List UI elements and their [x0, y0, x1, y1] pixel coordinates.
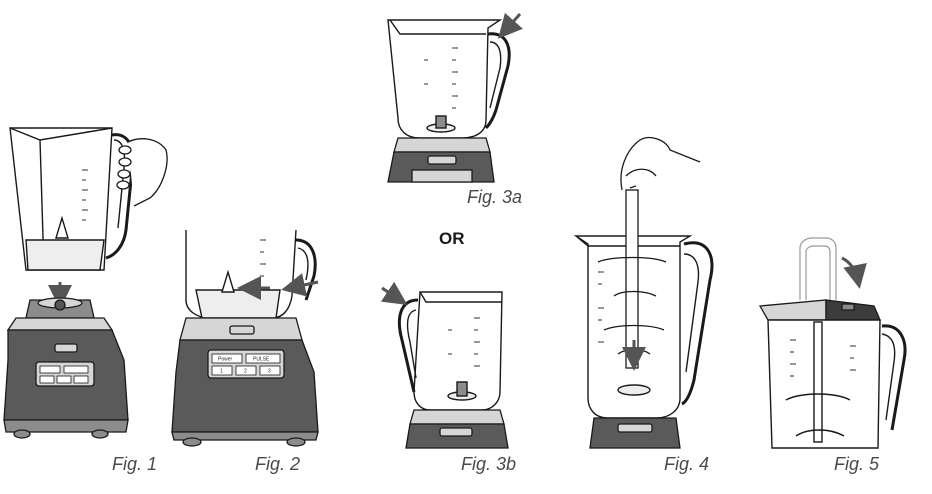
- fig4-caption: Fig. 4: [664, 454, 710, 474]
- power-label: Power: [218, 357, 233, 363]
- speed-button-2: [235, 365, 257, 376]
- speed-button-1: [211, 365, 233, 376]
- fig3a-caption: Fig. 3a: [467, 187, 523, 207]
- or-separator: OR: [439, 229, 465, 248]
- fig3a-pitcher: [387, 19, 511, 139]
- speed-label-2: 2: [244, 369, 247, 375]
- fig3b-illustration: [380, 281, 509, 449]
- fig3b-arrow: [380, 281, 408, 305]
- fig5-handle-ghost: [799, 237, 837, 300]
- fig3a-illustration: [387, 12, 523, 183]
- fig1-control-panel: [39, 365, 89, 384]
- fig1-hand: [116, 138, 168, 207]
- fig5-caption: Fig. 5: [834, 454, 880, 474]
- fig3a-motor-base: [387, 137, 495, 183]
- fig1-graduations: [82, 169, 88, 221]
- fig4-motor-base: [589, 417, 681, 449]
- fig2-pitcher: [185, 229, 317, 319]
- fig4-hand: [620, 136, 701, 191]
- fig5-rotate-arrow: [841, 256, 867, 289]
- fig4-pitcher: [573, 235, 714, 419]
- fig3b-graduations: [448, 317, 480, 367]
- fig3a-graduations: [424, 47, 458, 109]
- fig3b-pitcher: [397, 291, 503, 411]
- fig3a-arrow: [498, 12, 523, 39]
- speed-label-1: 1: [220, 369, 223, 375]
- fig4-blade-assembly: [597, 189, 667, 369]
- fig2-graduations: [260, 239, 266, 277]
- power-button: [211, 353, 243, 364]
- fig4-graduations: [598, 271, 604, 343]
- fig1-pitcher: [9, 127, 135, 271]
- fig3b-caption: Fig. 3b: [461, 454, 517, 474]
- pulse-label: PULSE: [253, 357, 270, 363]
- fig4-illustration: [573, 136, 714, 449]
- fig2-arrow-outer: [281, 273, 319, 297]
- fig5-graduations: [790, 339, 856, 377]
- fig2-control-panel: Power PULSE 1 2 3: [211, 353, 281, 376]
- fig2-caption: Fig. 2: [255, 454, 301, 474]
- fig1-caption: Fig. 1: [112, 454, 158, 474]
- speed-label-3: 3: [268, 369, 271, 375]
- fig5-illustration: [758, 237, 907, 449]
- fig5-pitcher: [767, 319, 907, 449]
- pulse-button: [245, 353, 281, 364]
- fig2-motor-base: [171, 317, 319, 447]
- fig1-illustration: [3, 127, 168, 439]
- fig2-illustration: Power PULSE 1 2 3: [171, 229, 319, 447]
- speed-button-3: [259, 365, 281, 376]
- fig3b-motor-base: [405, 409, 509, 449]
- fig5-lid: [758, 299, 881, 321]
